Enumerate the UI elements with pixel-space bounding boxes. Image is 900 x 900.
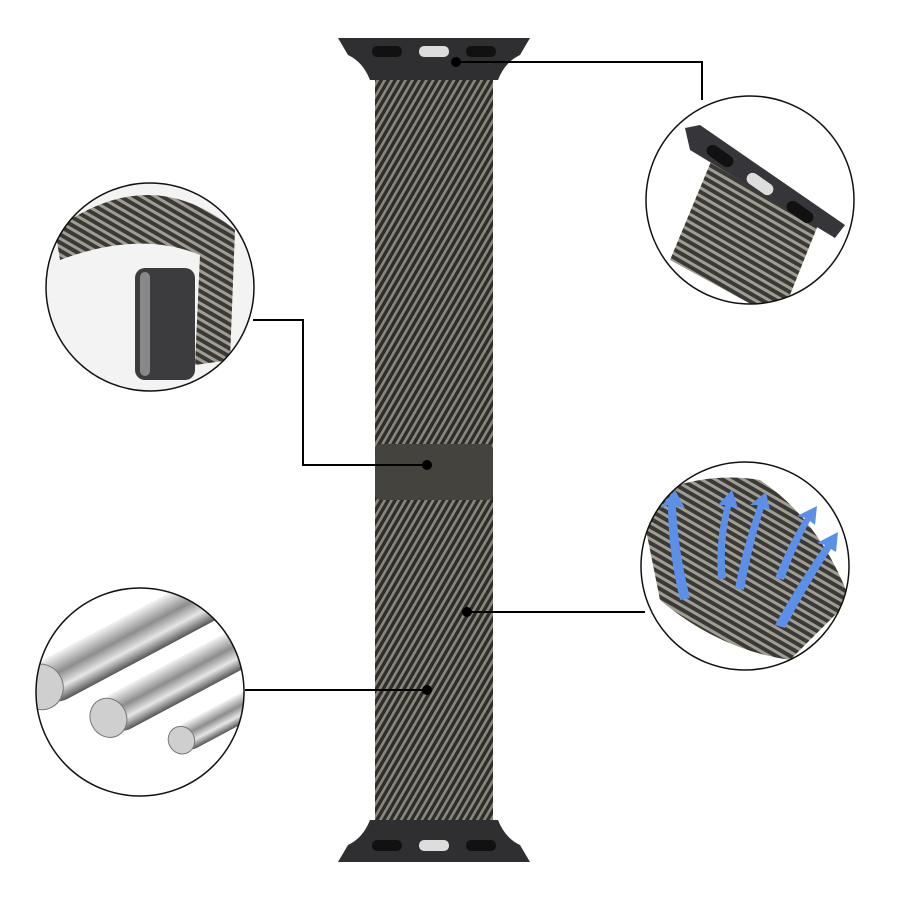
connector-detail-callout [645, 95, 855, 305]
steel-wire-detail-callout [35, 587, 245, 797]
bottom-connector [338, 820, 530, 862]
magnetic-clasp-detail-callout [45, 182, 255, 392]
top-connector [338, 38, 530, 80]
magnetic-clasp [375, 444, 493, 500]
breathable-mesh-detail-callout [640, 461, 850, 671]
callout-lines [245, 61, 703, 691]
airflow-arrows-icon [660, 490, 838, 628]
